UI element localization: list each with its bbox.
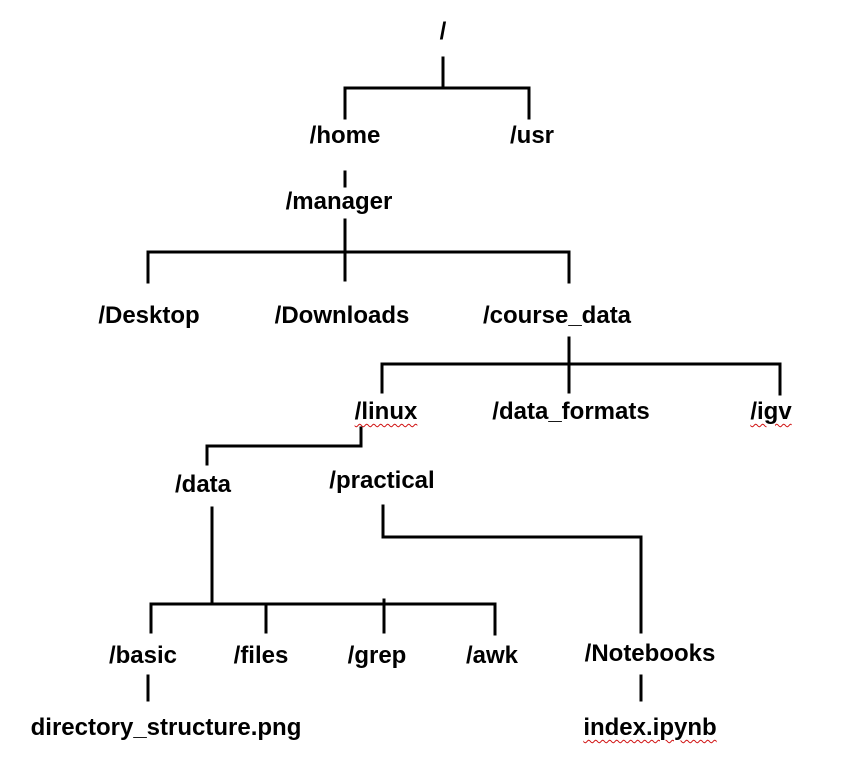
connector-practical xyxy=(381,504,643,634)
connector-linux xyxy=(205,426,363,466)
connector-manager xyxy=(146,218,571,284)
node-linux-dir: /linux xyxy=(354,398,418,425)
node-directory-structure-file: directory_structure.png xyxy=(30,714,302,741)
node-files-dir: /files xyxy=(233,642,289,669)
node-downloads-dir: /Downloads xyxy=(274,302,410,329)
node-usr-dir: /usr xyxy=(509,122,555,149)
node-course-data-dir: /course_data xyxy=(482,302,632,329)
node-data-formats-dir: /data_formats xyxy=(492,398,650,425)
node-manager-dir: /manager xyxy=(285,188,393,215)
node-desktop-dir: /Desktop xyxy=(98,302,200,329)
connector-data xyxy=(149,506,497,636)
connector-root xyxy=(343,56,531,120)
node-igv-dir: /igv xyxy=(750,398,792,425)
node-home-dir: /home xyxy=(309,122,381,149)
node-data-dir: /data xyxy=(174,471,232,498)
node-index-notebook-file: index.ipynb xyxy=(583,714,717,741)
node-root-dir: / xyxy=(439,18,447,45)
node-notebooks-dir: /Notebooks xyxy=(584,640,716,667)
node-basic-dir: /basic xyxy=(108,642,178,669)
node-practical-dir: /practical xyxy=(329,467,435,494)
node-awk-dir: /awk xyxy=(465,642,519,669)
node-grep-dir: /grep xyxy=(347,642,407,669)
connector-course-data xyxy=(380,336,782,396)
